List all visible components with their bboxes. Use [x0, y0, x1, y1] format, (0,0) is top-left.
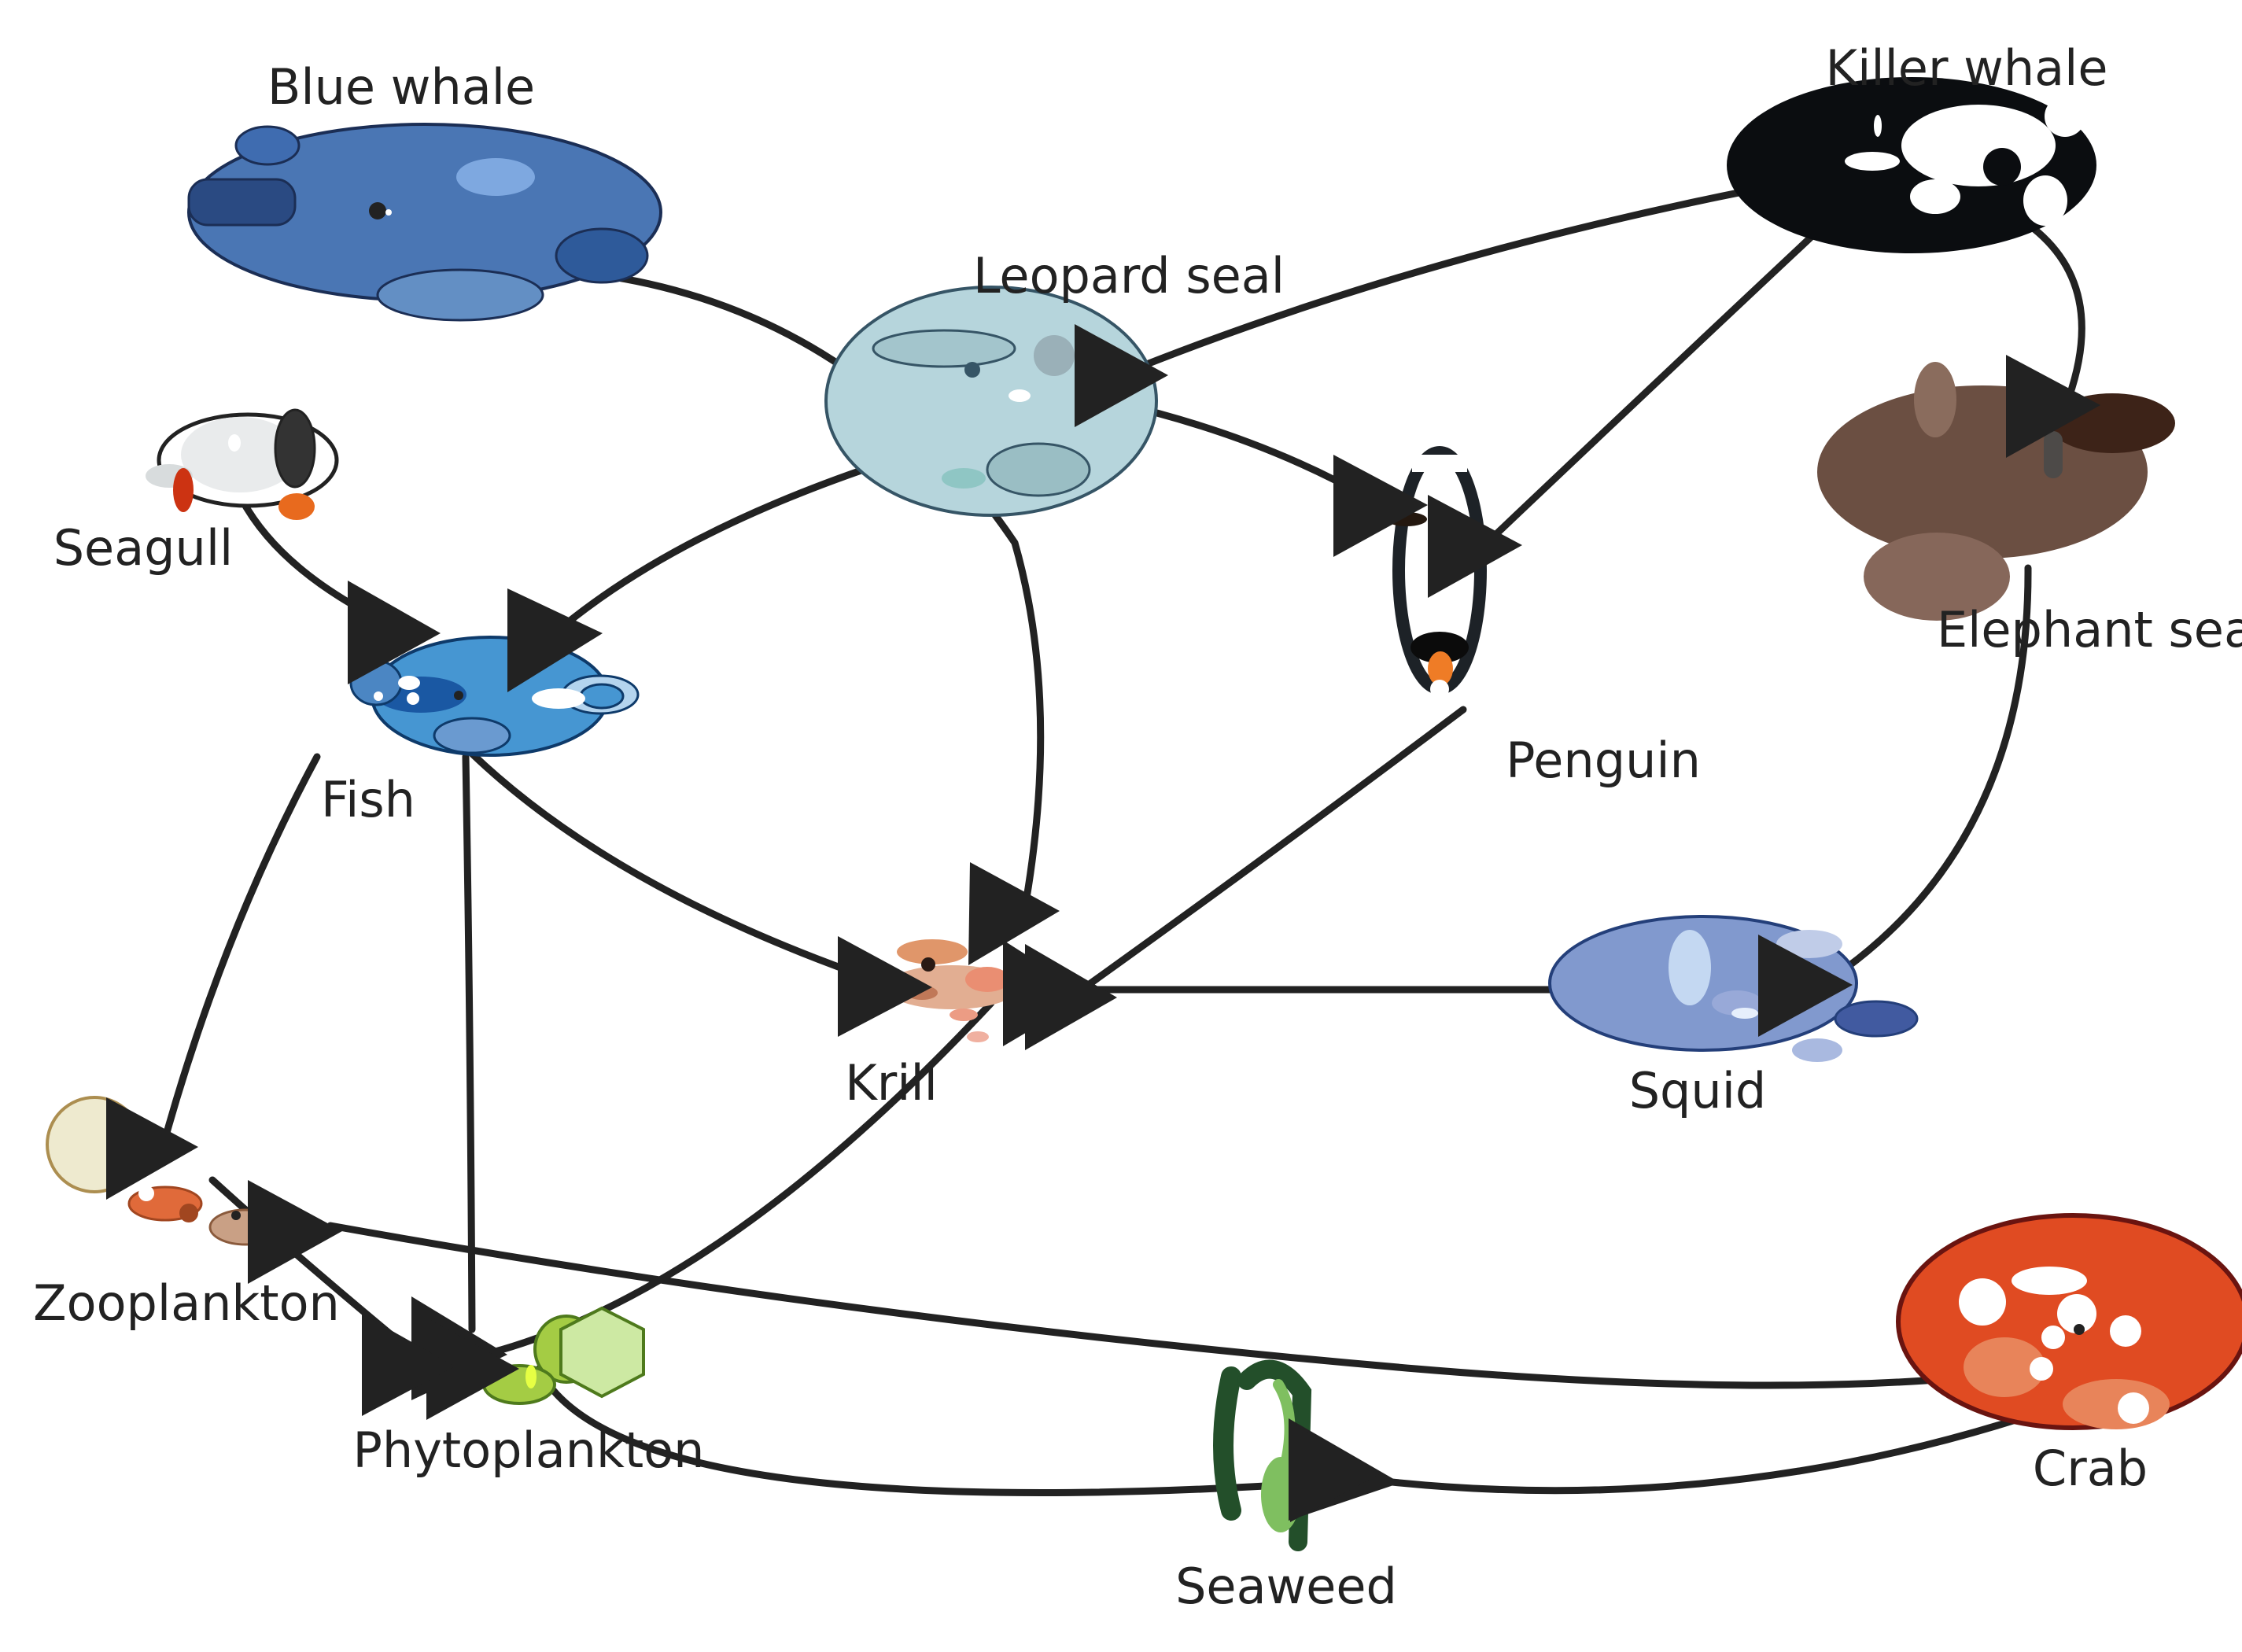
arrowhead-killer-whale-penguin	[1428, 495, 1522, 598]
squid-icon	[1548, 915, 1919, 1062]
label-seaweed: Seaweed	[1175, 1558, 1397, 1615]
label-crab: Crab	[2033, 1440, 2148, 1497]
arrowhead-leopard-seal-fish	[507, 588, 603, 692]
edge-crab-zooplankton	[326, 1222, 2045, 1389]
edge-elephant-seal-squid	[1805, 564, 2032, 997]
label-squid: Squid	[1629, 1062, 1767, 1119]
edge-penguin-krill	[1078, 706, 1467, 994]
arrowhead-krill-phytoplankton	[426, 1318, 519, 1420]
edge-fish-phytoplankton	[462, 753, 476, 1333]
crab-icon	[1896, 1213, 2242, 1430]
zooplankton-icon	[46, 1096, 282, 1246]
arrowhead-blue-whale-krill	[968, 862, 1060, 965]
label-fish: Fish	[321, 771, 415, 828]
arrowheads	[106, 324, 2100, 1522]
leopard-seal-icon	[824, 286, 1158, 517]
labels: Blue whale Killer whale Leopard seal Sea…	[33, 39, 2242, 1615]
arrowhead-killer-whale-elephant-seal	[2006, 355, 2100, 458]
seagull-icon	[146, 408, 339, 520]
label-seagull: Seagull	[53, 519, 234, 577]
edge-crab-seaweed	[1381, 1412, 2032, 1495]
blue-whale-icon	[187, 123, 662, 322]
elephant-seal-icon	[1817, 362, 2175, 621]
edge-fish-krill	[468, 750, 877, 983]
arrowhead-killer-whale-leopard-seal	[1075, 324, 1168, 427]
arrowhead-zooplankton-phytoplankton	[362, 1314, 455, 1416]
edge-fish-zooplankton	[157, 753, 321, 1156]
label-phytoplankton: Phytoplankton	[353, 1422, 705, 1479]
label-elephant-seal: Elephant seal	[1937, 601, 2242, 658]
killer-whale-icon	[1727, 77, 2096, 253]
arrowhead-fish-krill	[838, 936, 932, 1037]
arrowhead-phytoplankton-seaweed	[1290, 1422, 1382, 1522]
label-leopard-seal: Leopard seal	[973, 247, 1285, 304]
label-zooplankton: Zooplankton	[33, 1274, 340, 1332]
label-krill: Krill	[845, 1054, 938, 1112]
arrowhead-fish-zooplankton	[106, 1097, 198, 1200]
fish-icon	[349, 636, 640, 757]
arrowhead-elephant-seal-squid	[1758, 935, 1853, 1037]
arrowhead-crab-zooplankton	[248, 1180, 342, 1284]
label-killer-whale: Killer whale	[1825, 39, 2107, 97]
label-penguin: Penguin	[1506, 732, 1701, 789]
arrowhead-seagull-fish	[348, 581, 441, 684]
arrowhead-squid-krill	[1025, 944, 1117, 1050]
arrowhead-leopard-seal-penguin	[1333, 455, 1428, 557]
krill-icon	[885, 939, 1019, 1042]
edge-phytoplankton-seaweed	[535, 1365, 1381, 1496]
label-blue-whale: Blue whale	[267, 58, 535, 116]
